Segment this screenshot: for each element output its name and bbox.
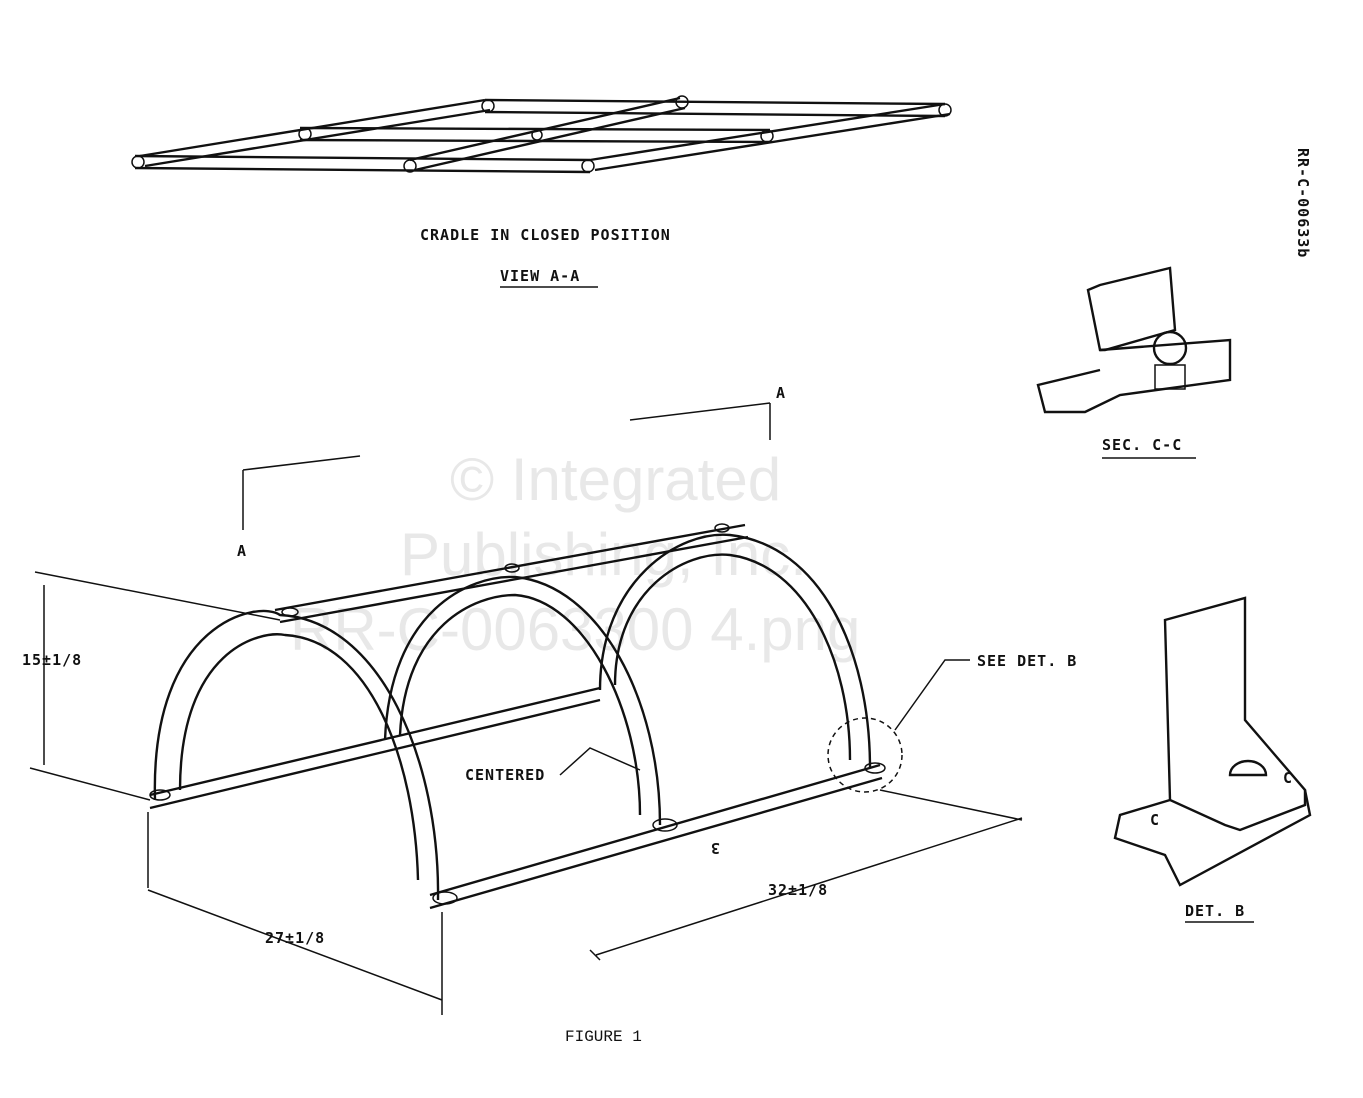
cut-mark-c: C bbox=[1150, 811, 1160, 829]
closed-cradle-view bbox=[131, 95, 952, 174]
section-c-c-sketch bbox=[1036, 266, 1232, 414]
detail-b-label: DET. B bbox=[1185, 902, 1245, 920]
cut-mark-c: C bbox=[1283, 769, 1293, 787]
figure-caption: FIGURE 1 bbox=[565, 1028, 642, 1046]
svg-text:Publishing, Inc.: Publishing, Inc. bbox=[400, 521, 807, 588]
section-a-marker-left: A bbox=[237, 542, 247, 560]
spacing-mark: 3 bbox=[710, 839, 720, 857]
height-dimension: 15±1/8 bbox=[22, 651, 82, 669]
section-a-lines bbox=[242, 402, 771, 530]
view-a-a-label: VIEW A-A bbox=[500, 267, 580, 285]
dimension-lines bbox=[29, 571, 1023, 1015]
width-dimension: 27±1/8 bbox=[265, 929, 325, 947]
detail-b-sketch bbox=[1113, 596, 1312, 887]
svg-text:RR-C-0063300 4.png: RR-C-0063300 4.png bbox=[290, 596, 860, 663]
section-a-marker-right: A bbox=[776, 384, 786, 402]
section-c-c-label: SEC. C-C bbox=[1102, 436, 1182, 454]
closed-position-caption: CRADLE IN CLOSED POSITION bbox=[420, 226, 671, 244]
centered-callout: CENTERED bbox=[465, 766, 545, 784]
svg-text:© Integrated: © Integrated bbox=[450, 446, 781, 513]
cradle-isometric bbox=[149, 523, 903, 910]
document-code: RR-C-00633b bbox=[1294, 148, 1312, 258]
see-detail-b-callout: SEE DET. B bbox=[977, 652, 1077, 670]
length-dimension: 32±1/8 bbox=[768, 881, 828, 899]
watermark: © Integrated Publishing, Inc. RR-C-00633… bbox=[290, 446, 860, 663]
